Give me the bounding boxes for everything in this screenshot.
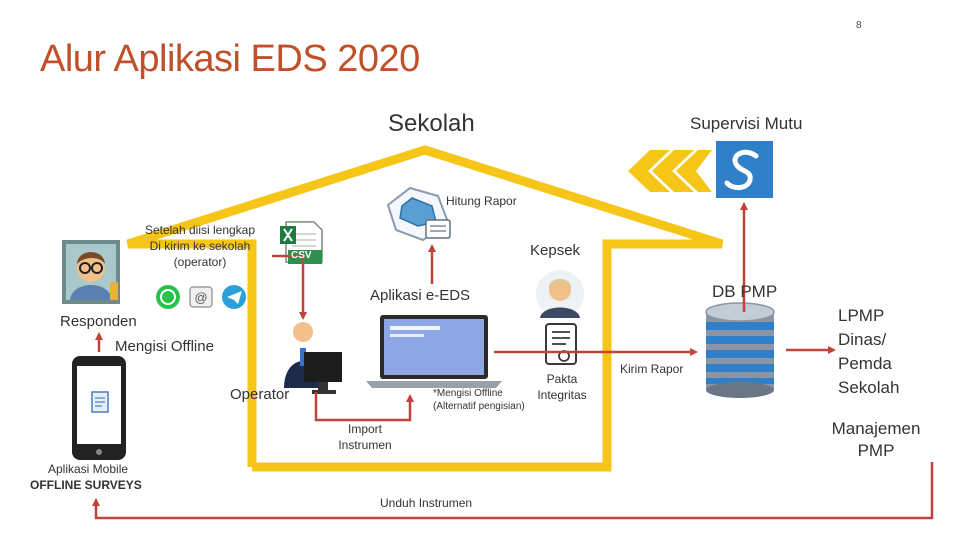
aplikasi-mobile-label: Aplikasi Mobile [48, 462, 129, 476]
import-line-2: Instrumen [338, 438, 392, 452]
mobile-phone-icon [72, 356, 126, 460]
kepsek-avatar-icon [536, 270, 584, 318]
mengisi-offline-note: *Mengisi Offline (Alternatif pengisian) [433, 387, 525, 413]
lpmp-line-1: LPMP [838, 306, 885, 325]
pakta-document-icon [545, 323, 577, 365]
pakta-line-1: Pakta [546, 372, 578, 386]
arrow-unduh-instrumen [92, 462, 934, 520]
manajemen-line-2: PMP [857, 441, 895, 460]
supervisi-mutu-label: Supervisi Mutu [690, 114, 803, 133]
computer-monitor-icon [304, 352, 342, 394]
arrow-operator-to-eds [314, 392, 414, 422]
chevron-arrows-icon [628, 150, 712, 192]
pakta-integritas-label: Pakta Integritas [528, 371, 596, 403]
manajemen-line-1: Manajemen [831, 419, 921, 438]
responden-label: Responden [60, 313, 137, 330]
offline-surveys-label: OFFLINE SURVEYS [30, 478, 142, 492]
arrow-csv-to-operator [272, 254, 307, 320]
setelah-line-1: Setelah diisi lengkap [144, 223, 256, 237]
email-icon: @ [189, 286, 213, 308]
aplikasi-eds-label: Aplikasi e-EDS [370, 287, 471, 304]
kepsek-label: Kepsek [530, 242, 581, 259]
lpmp-line-3: Pemda [838, 354, 892, 373]
page-title: Alur Aplikasi EDS 2020 [40, 38, 420, 80]
setelah-line-3: (operator) [173, 255, 227, 269]
responden-avatar-icon [62, 240, 120, 304]
hitung-rapor-label: Hitung Rapor [446, 194, 517, 208]
kirim-rapor-label: Kirim Rapor [620, 362, 684, 376]
mengisi-offline-label: Mengisi Offline [115, 338, 214, 355]
telegram-icon [222, 285, 246, 309]
manajemen-pmp-label: Manajemen PMP [818, 418, 934, 462]
whatsapp-icon [156, 285, 180, 309]
page-number: 8 [856, 20, 862, 31]
csv-label: CSV [291, 250, 312, 261]
import-line-1: Import [347, 422, 382, 436]
supervisi-logo-icon [716, 141, 773, 198]
svg-text:@: @ [194, 290, 207, 305]
csv-file-icon [280, 221, 323, 264]
house-outline [126, 145, 724, 472]
lpmp-label: LPMP Dinas/ Pemda Sekolah [838, 304, 899, 400]
lpmp-line-2: Dinas/ [838, 330, 887, 349]
sekolah-label: Sekolah [388, 110, 475, 137]
offline-note-line-1: *Mengisi Offline [433, 388, 503, 399]
database-icon [705, 302, 775, 398]
pakta-line-2: Integritas [537, 388, 587, 402]
unduh-instrumen-label: Unduh Instrumen [380, 496, 473, 510]
import-instrumen-label: Import Instrumen [330, 421, 400, 453]
radar-chart-icon [386, 186, 451, 242]
laptop-icon [366, 315, 502, 388]
lpmp-line-4: Sekolah [838, 378, 900, 397]
flow-arrows [92, 202, 934, 520]
offline-note-line-2: (Alternatif pengisian) [433, 401, 525, 412]
setelah-line-2: Di kirim ke sekolah [149, 239, 251, 253]
db-pmp-label: DB PMP [712, 282, 778, 301]
setelah-diisi-note: Setelah diisi lengkap Di kirim ke sekola… [128, 222, 272, 270]
operator-label: Operator [230, 386, 290, 403]
